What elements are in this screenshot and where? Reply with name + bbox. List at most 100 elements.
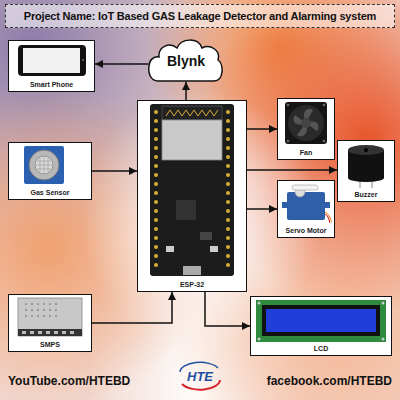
esp32-board-picture <box>166 246 174 252</box>
esp32-board-picture <box>176 200 196 220</box>
smps-picture <box>18 298 82 336</box>
esp32-board-picture <box>154 119 158 123</box>
esp32-board-picture <box>154 227 158 231</box>
footer-link: facebook.com/HTEBD <box>267 374 392 388</box>
esp32-board-picture <box>154 209 158 213</box>
gas-sensor-picture <box>24 146 64 184</box>
esp32-board-picture <box>154 263 158 267</box>
esp32-board-picture <box>154 173 158 177</box>
fan-picture <box>301 118 311 128</box>
smps-picture <box>37 303 39 305</box>
sensor-box: Gas Sensor <box>8 142 92 200</box>
esp32-board-picture <box>226 146 230 150</box>
signal-arrow <box>95 63 148 65</box>
esp32-board-picture <box>154 245 158 249</box>
phone-picture <box>23 48 80 73</box>
esp32-board-picture <box>226 254 230 258</box>
part-label: ESP-32 <box>180 281 204 289</box>
esp32-board-picture <box>154 137 158 141</box>
smps-picture <box>22 331 74 334</box>
fan-picture <box>323 104 326 107</box>
cloud-label: Blynk <box>167 54 205 69</box>
smps-picture <box>43 315 45 317</box>
signal-arrow <box>92 170 137 172</box>
fan-picture <box>288 105 324 141</box>
smps-picture <box>30 331 34 334</box>
servo-picture <box>325 212 332 222</box>
smps-picture <box>25 303 57 317</box>
box-ground <box>8 40 395 356</box>
esp32-board-picture <box>226 155 230 159</box>
smps-picture <box>25 315 27 317</box>
fan-picture <box>285 102 327 144</box>
part-label: Servo Motor <box>286 227 327 235</box>
fan-picture <box>287 104 290 107</box>
lcd-picture <box>266 309 376 332</box>
smps-picture <box>18 329 82 336</box>
esp32-board-picture <box>154 146 158 150</box>
esp32-board-picture <box>154 200 158 204</box>
esp32-board-picture <box>226 209 230 213</box>
esp32-board-picture <box>154 164 158 168</box>
smps-picture <box>37 309 39 311</box>
esp32-board-picture <box>226 110 230 114</box>
fan-picture <box>323 140 326 143</box>
servo-picture <box>287 192 325 220</box>
gas-sensor-picture <box>24 146 64 184</box>
esp32-board-picture <box>226 119 230 123</box>
lcd-picture <box>382 302 385 305</box>
esp32-board-picture <box>162 120 222 160</box>
cloud-node: Blynk <box>148 36 224 82</box>
esp32-board-picture <box>210 246 218 252</box>
esp32-board-picture <box>150 104 234 276</box>
smps-picture <box>25 309 27 311</box>
smps-picture <box>55 315 57 317</box>
gas-sensor-picture <box>36 156 52 174</box>
title-banner: Project Name: IoT Based GAS Leakage Dete… <box>5 4 395 28</box>
esp32-board-picture <box>226 182 230 186</box>
servo-box: Servo Motor <box>277 180 335 238</box>
esp32-board-picture <box>154 182 158 186</box>
smps-picture <box>43 303 45 305</box>
esp32-board-picture <box>226 263 230 267</box>
buzzer-box: Buzzer <box>337 140 395 202</box>
signal-arrow <box>247 128 277 130</box>
logo-text: HTE <box>187 369 213 384</box>
esp32-board-picture <box>154 110 230 267</box>
fan-picture <box>285 102 327 144</box>
smps-picture <box>31 315 33 317</box>
smps-picture <box>31 303 33 305</box>
esp32-board-picture <box>166 110 218 116</box>
phone-picture <box>82 59 84 61</box>
smps-picture <box>49 303 51 305</box>
box-ground <box>250 296 392 356</box>
smps-picture <box>38 331 42 334</box>
box-ground <box>8 294 92 352</box>
smps-picture <box>25 303 27 305</box>
smps-picture <box>22 331 26 334</box>
part-label: Smart Phone <box>30 81 73 89</box>
smps-picture <box>37 315 39 317</box>
servo-picture <box>282 185 332 223</box>
box-ground <box>337 140 395 202</box>
smps-picture <box>18 298 82 336</box>
gas-sensor-picture <box>29 150 59 180</box>
esp32-board-picture <box>154 254 158 258</box>
esp32-board-picture <box>226 191 230 195</box>
buzzer-picture <box>348 145 384 188</box>
smps-picture <box>55 309 57 311</box>
phone-picture <box>18 45 86 76</box>
buzzer-picture <box>364 148 368 152</box>
part-label: SMPS <box>40 341 60 349</box>
smps-picture <box>54 331 58 334</box>
signal-arrow <box>205 292 250 326</box>
fan-picture <box>287 140 290 143</box>
buzzer-picture <box>348 174 384 182</box>
signal-arrow <box>92 292 172 323</box>
phone-picture <box>18 45 86 76</box>
lcd-picture <box>258 338 261 341</box>
title-text: Project Name: IoT Based GAS Leakage Dete… <box>24 10 376 22</box>
esp32-board-picture <box>226 128 230 132</box>
esp32-board-picture <box>200 232 212 240</box>
lcd-picture <box>262 305 380 336</box>
